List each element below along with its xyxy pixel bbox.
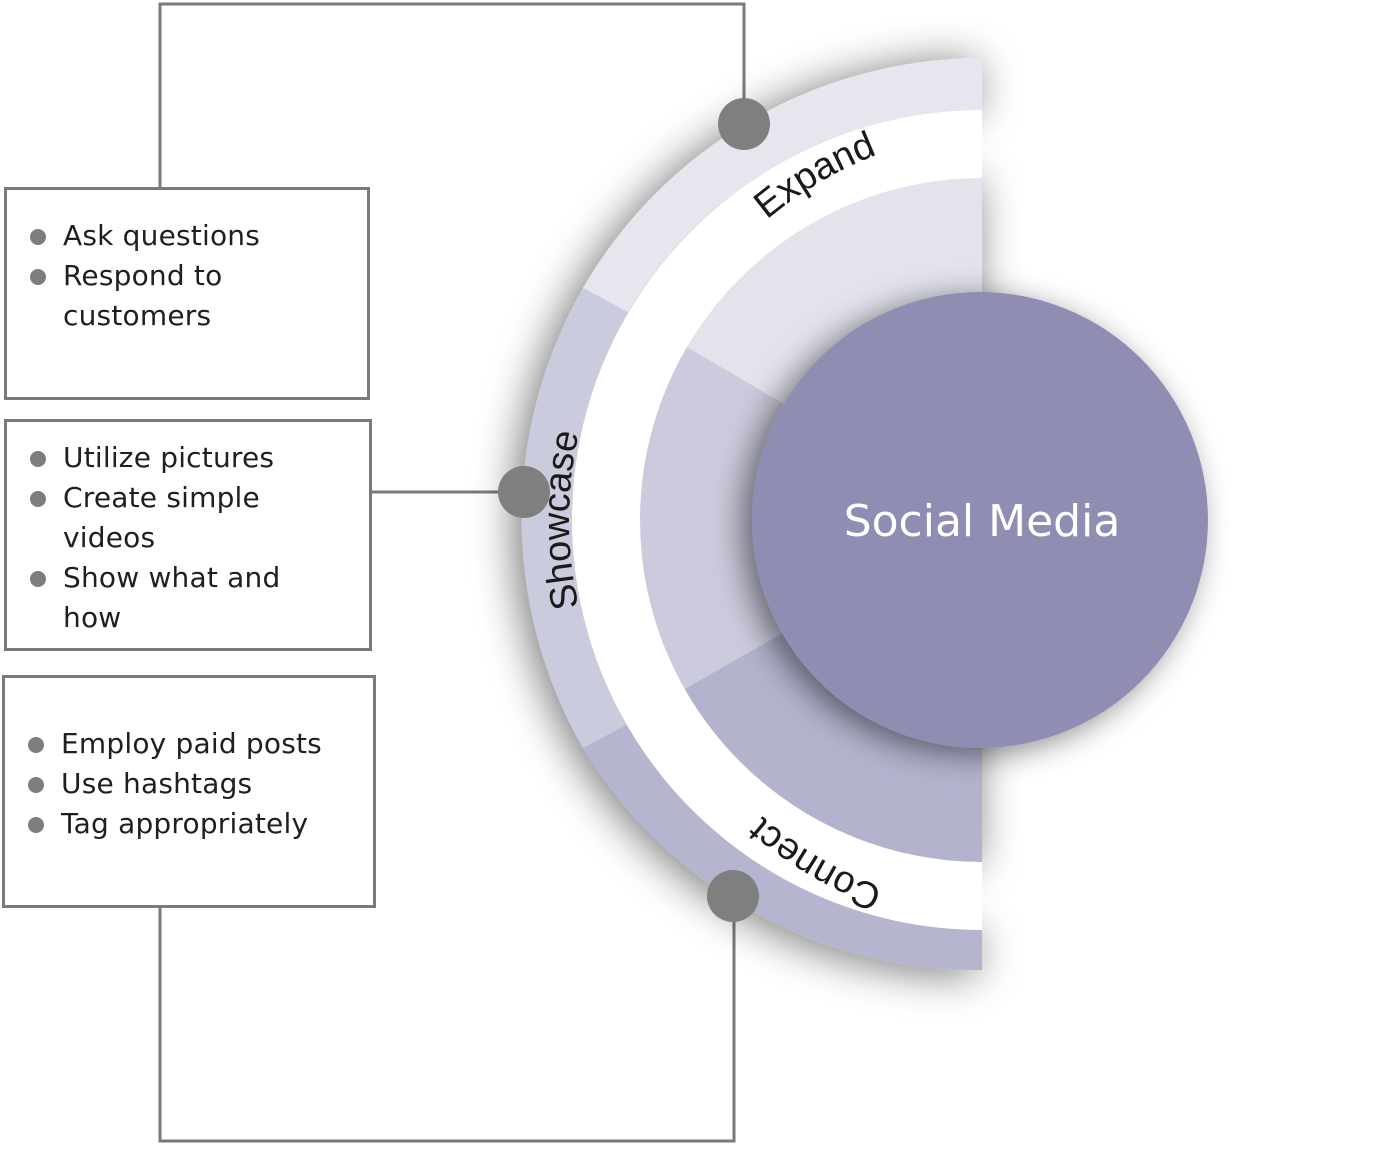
list-item-text-cont: how [63, 601, 122, 634]
showcase-tips-box: Utilize pictures Create simple videos Sho… [4, 419, 372, 651]
list-item-text: Use hashtags [61, 767, 253, 800]
outer-ring-expand [583, 58, 982, 312]
bullet-icon [30, 451, 46, 467]
expand-tips-box: Ask questions Respond to customers [4, 187, 370, 400]
list-item: Tag appropriately [28, 804, 322, 844]
center-circle [752, 292, 1208, 748]
list-item-text: Ask questions [63, 219, 261, 252]
ring-gap [572, 110, 982, 930]
list-item: Respond to customers [30, 256, 260, 336]
bullet-icon [28, 817, 44, 833]
expand-tips-list: Ask questions Respond to customers [30, 216, 260, 336]
bullet-icon [30, 491, 46, 507]
list-item-text: Respond to [63, 259, 223, 292]
list-item: Create simple videos [30, 478, 280, 558]
showcase-tips-list: Utilize pictures Create simple videos Sho… [30, 438, 280, 638]
node-expand [718, 98, 770, 150]
bullet-icon [30, 571, 46, 587]
bullet-icon [28, 737, 44, 753]
bullet-icon [30, 269, 46, 285]
center-label: Social Media [844, 496, 1121, 547]
connect-tips-list: Employ paid posts Use hashtags Tag appro… [28, 724, 322, 844]
node-showcase [498, 466, 550, 518]
list-item-text: Tag appropriately [61, 807, 309, 840]
nodes [498, 98, 770, 922]
outer-ring-connect [583, 724, 982, 971]
connector-connect [158, 896, 736, 1143]
list-item: Ask questions [30, 216, 260, 256]
connector-expand [158, 2, 746, 187]
outer-ring [521, 58, 982, 971]
list-item-text: Show what and [63, 561, 281, 594]
connect-tips-box: Employ paid posts Use hashtags Tag appro… [2, 675, 376, 908]
list-item-text: Utilize pictures [63, 441, 275, 474]
list-item-text-cont: customers [63, 299, 212, 332]
list-item: Show what and how [30, 558, 280, 638]
list-item: Employ paid posts [28, 724, 322, 764]
list-item-text-cont: videos [63, 521, 156, 554]
outer-ring-showcase [521, 288, 628, 748]
list-item-text: Create simple [63, 481, 260, 514]
list-item-text: Employ paid posts [61, 727, 322, 760]
bullet-icon [28, 777, 44, 793]
list-item: Use hashtags [28, 764, 322, 804]
list-item: Utilize pictures [30, 438, 280, 478]
bullet-icon [30, 229, 46, 245]
node-connect [707, 870, 759, 922]
